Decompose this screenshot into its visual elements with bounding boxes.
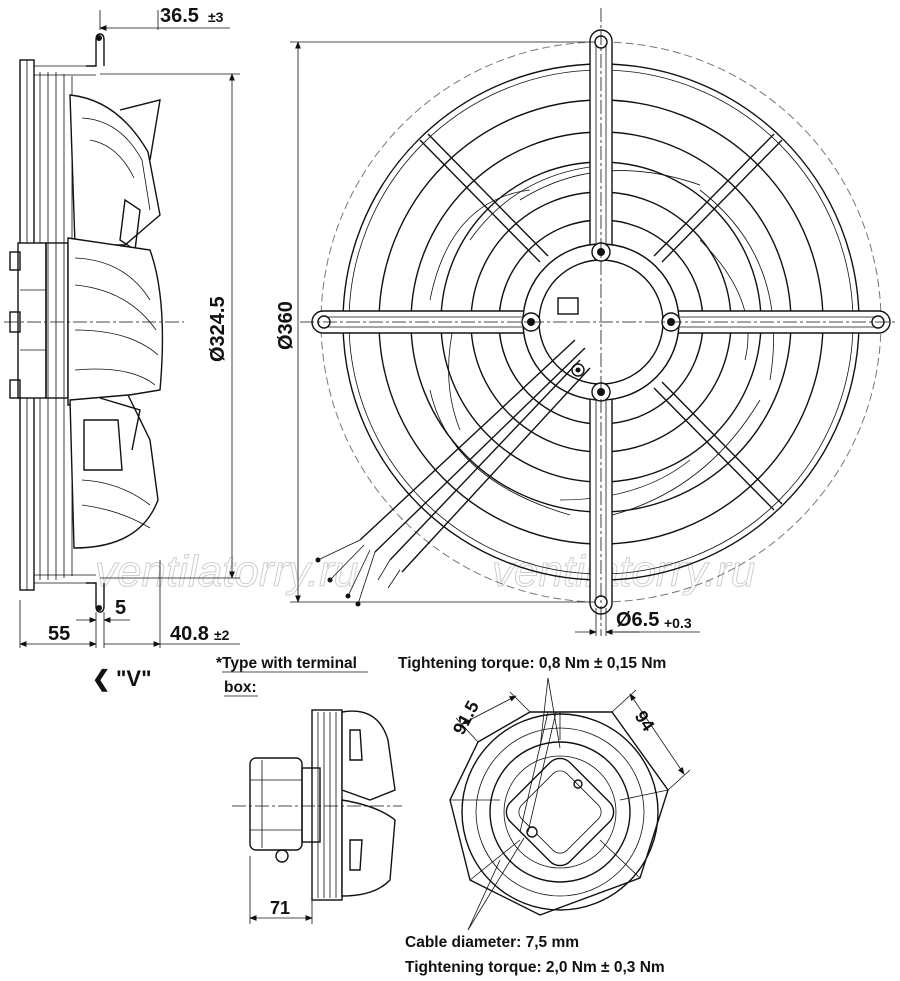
watermark-right: ventilatorry.ru: [492, 547, 755, 596]
terminal-box-side-view: 71: [232, 709, 402, 924]
dim-bottom-right-tol: ±2: [214, 627, 230, 643]
dim-overall-diameter: Ø360: [275, 301, 297, 350]
dim-top-offset-tol: ±3: [208, 9, 224, 25]
dim-bottom-left: 55: [48, 623, 70, 645]
side-dimensions: 36.5 ±3 Ø324.5 55 5 40.8 ±2: [19, 5, 240, 648]
torque-top-text: Tightening torque: 0,8 Nm ± 0,15 Nm: [398, 655, 666, 672]
view-arrow-icon: ❮: [92, 666, 110, 692]
dim-bottom-mid: 5: [115, 597, 126, 619]
dim-hole-tol: +0.3: [664, 615, 692, 631]
dim-terminal-depth: 71: [270, 898, 290, 918]
front-dimensions: Ø360 Ø6.5 +0.3: [275, 41, 700, 636]
cable-diameter-text: Cable diameter: 7,5 mm: [405, 934, 579, 951]
terminal-note-line1: *Type with terminal: [216, 655, 357, 672]
dim-hex-left: 91.5: [449, 698, 483, 738]
watermark-left: ventilatorry.ru: [95, 547, 358, 596]
torque-bottom-text: Tightening torque: 2,0 Nm ± 0,3 Nm: [405, 959, 665, 976]
dim-top-offset: 36.5: [160, 5, 199, 27]
hex-front-view: 91.5 94: [449, 677, 691, 931]
view-label: "V": [116, 666, 152, 691]
dim-hole-diameter: Ø6.5: [616, 609, 659, 631]
dim-guard-diameter: Ø324.5: [207, 296, 229, 362]
terminal-note-line2: box:: [224, 679, 257, 696]
dim-bottom-right: 40.8: [170, 623, 209, 645]
front-view: [300, 8, 898, 636]
side-view: [4, 33, 184, 613]
